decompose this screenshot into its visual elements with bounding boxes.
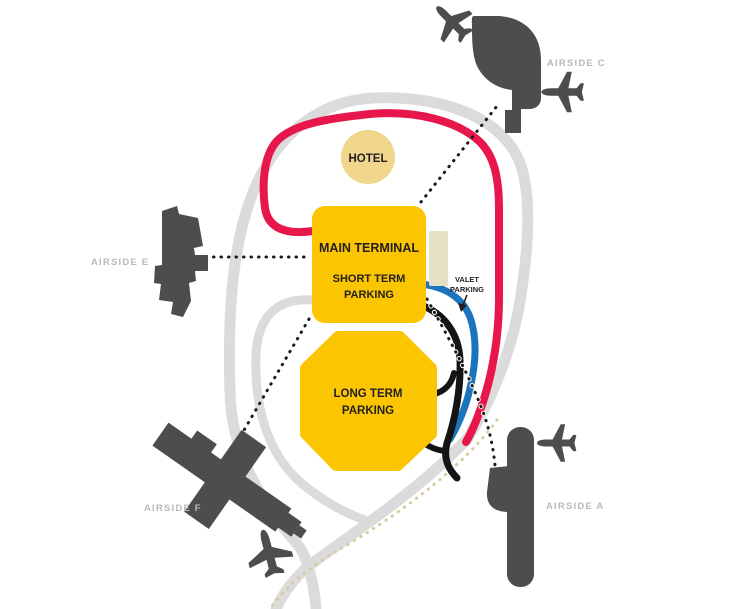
main-terminal-area <box>312 206 426 323</box>
airside-f-label: AIRSIDE F <box>144 503 202 514</box>
long-term-parking-label-line1: LONG TERM <box>334 388 403 400</box>
short-term-parking-label-line1: SHORT TERM <box>333 273 406 285</box>
valet-parking-label-line2: PARKING <box>450 285 484 294</box>
long-term-parking-area <box>300 331 437 471</box>
airside-c-building <box>471 16 541 133</box>
long-term-parking-label-line2: PARKING <box>342 405 394 417</box>
curbside-structure <box>429 231 448 286</box>
inner-road <box>251 295 370 525</box>
hotel-area <box>341 130 395 184</box>
black-road-main <box>414 300 464 482</box>
airside-e-building <box>154 206 208 317</box>
short-term-parking-label-line2: PARKING <box>344 289 394 301</box>
red-road <box>259 109 503 446</box>
airplane-icon <box>541 71 584 113</box>
valet-arrow-icon <box>458 294 468 312</box>
airside-a-label: AIRSIDE A <box>546 501 604 512</box>
valet-parking-label-line1: VALET <box>455 275 479 284</box>
airside-buildings <box>152 16 541 587</box>
hotel-label: HOTEL <box>349 153 388 165</box>
airplane-icon <box>537 424 577 462</box>
blue-road <box>417 280 479 443</box>
shuttle-line-airside-f <box>238 317 311 439</box>
airside-c-label: AIRSIDE C <box>547 58 606 69</box>
shuttle-line-airside-a <box>425 297 497 467</box>
shuttle-lines <box>204 104 499 468</box>
shuttle-line-airside-c <box>419 104 499 204</box>
airside-a-building <box>486 427 534 587</box>
beige-dotted-line <box>270 418 499 608</box>
airside-e-label: AIRSIDE E <box>91 257 149 268</box>
main-terminal-label: MAIN TERMINAL <box>319 241 419 255</box>
airside-f-building <box>152 422 307 539</box>
